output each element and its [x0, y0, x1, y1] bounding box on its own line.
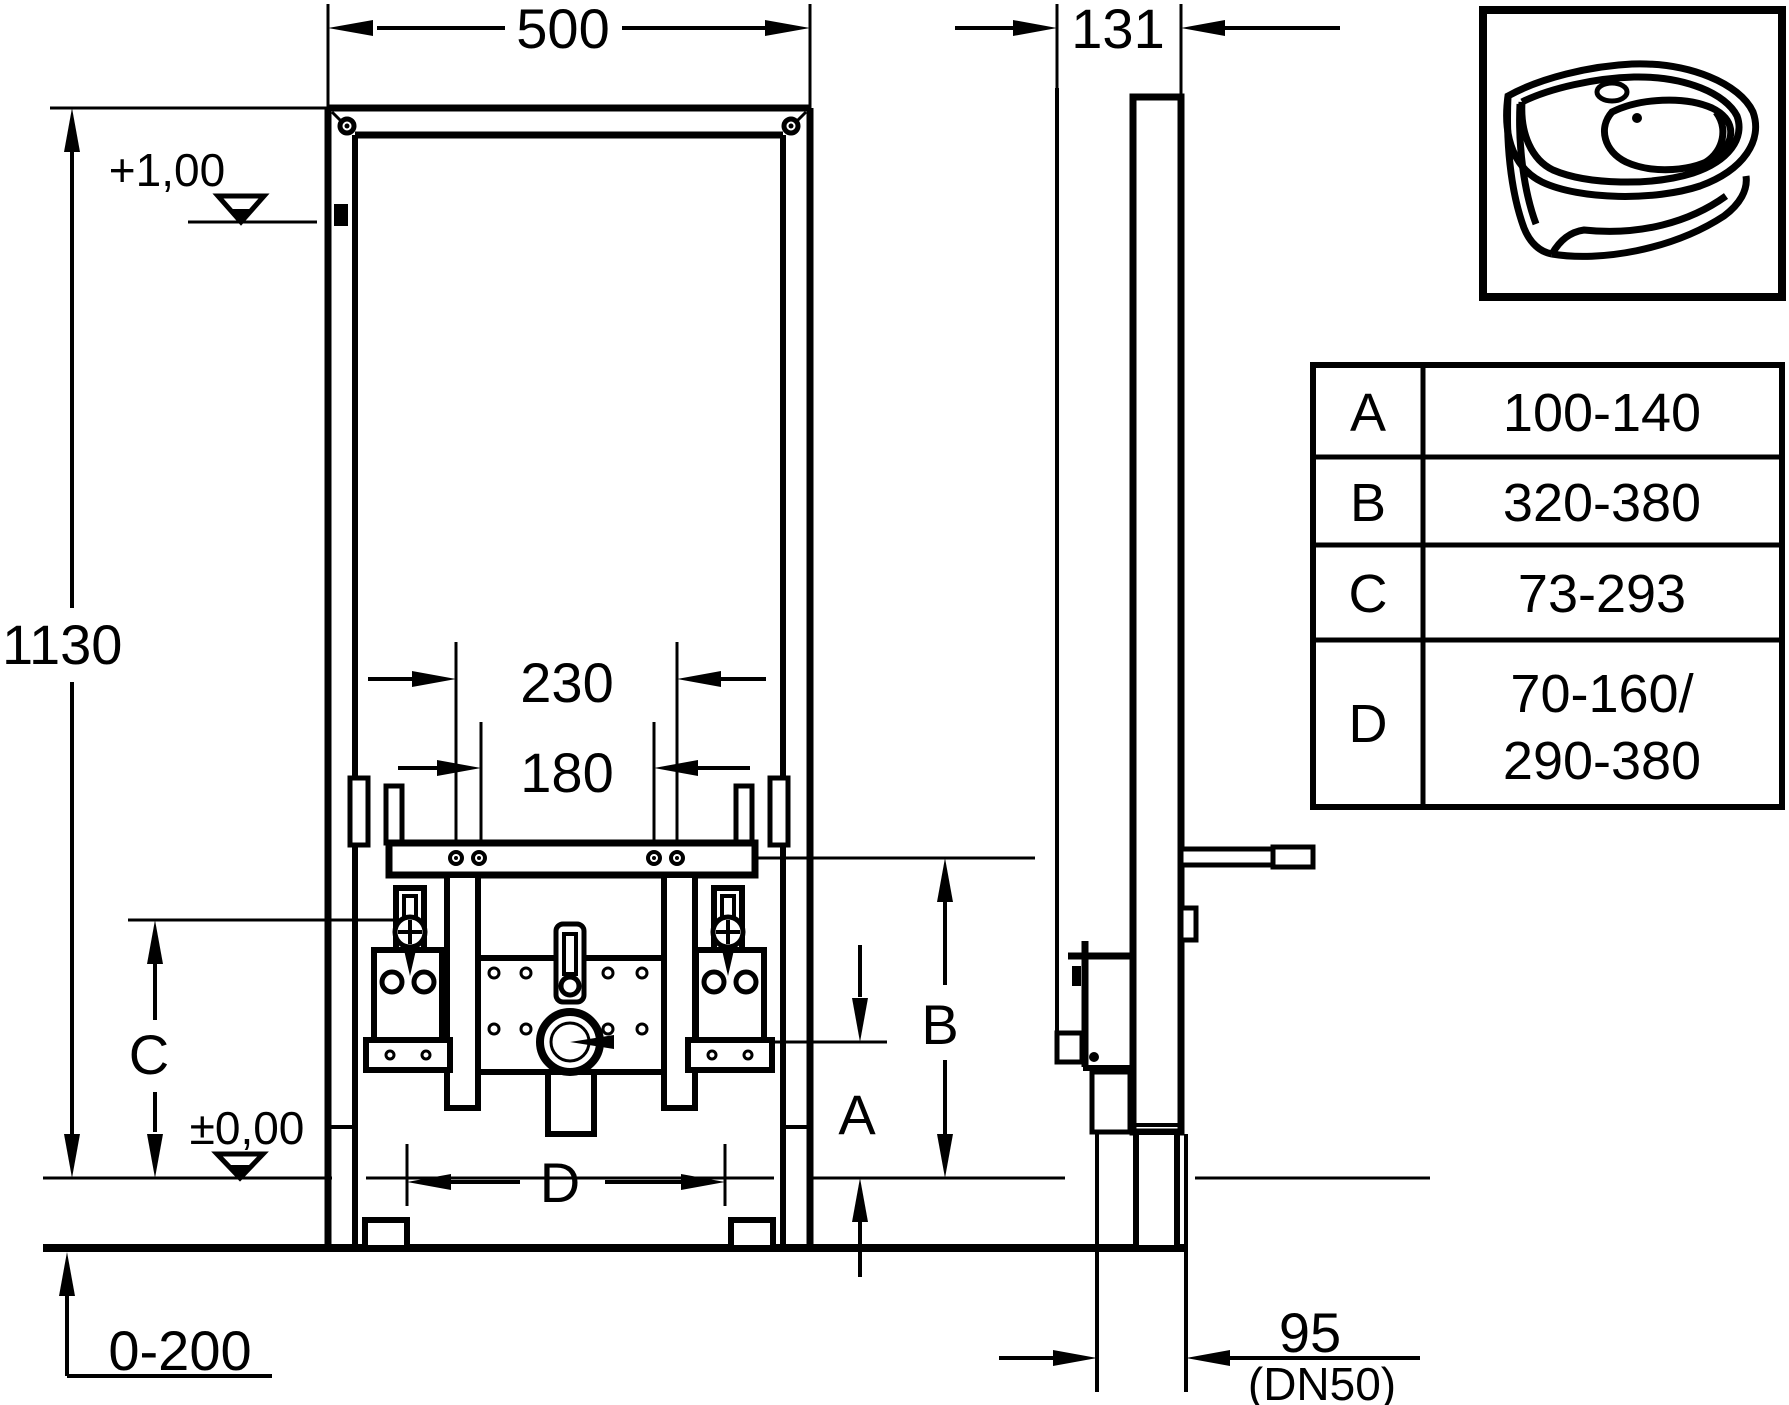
table-key-b: B	[1350, 473, 1386, 533]
drain-assembly	[475, 921, 667, 1137]
dim-0-200	[59, 1252, 272, 1378]
anchor-bracket-left	[363, 885, 453, 1073]
frame-profile-side	[1129, 93, 1185, 1136]
dim-1130	[64, 108, 80, 1178]
table-key-a: A	[1350, 383, 1386, 443]
dim-C	[147, 920, 163, 1178]
water-supply-rod	[1178, 844, 1316, 870]
dim-230-label: 230	[520, 651, 613, 714]
anchor-bracket-side	[1068, 941, 1133, 1135]
channel-left	[444, 872, 481, 1111]
mounting-frame	[324, 104, 814, 1251]
upper-level-label: +1,00	[109, 144, 225, 196]
upper-level-symbol	[212, 193, 270, 226]
plate-holes	[487, 966, 649, 1036]
dim-180	[398, 722, 750, 852]
carrier-rail	[385, 839, 759, 879]
bidet-icon	[1479, 6, 1786, 301]
dim-width-label: 500	[516, 0, 609, 60]
table-value-c: 73-293	[1518, 564, 1686, 624]
table-value-b: 320-380	[1503, 473, 1701, 533]
table-value-a: 100-140	[1503, 383, 1701, 443]
dim-180-label: 180	[520, 741, 613, 804]
dim-depth-label: 131	[1071, 0, 1164, 60]
foot-plate-right	[728, 1217, 776, 1251]
table-value-d-line2: 290-380	[1503, 731, 1701, 791]
profile-clip	[1178, 905, 1199, 943]
dim-d-label: D	[540, 1151, 580, 1214]
bidet-outline	[1503, 60, 1760, 260]
wall-anchor-tab	[334, 204, 348, 226]
dim-c-label: C	[129, 1023, 169, 1086]
zero-level-label: ±0,00	[190, 1102, 305, 1154]
dim-b-label: B	[921, 993, 958, 1056]
drain-pipe-stub	[545, 1069, 597, 1137]
dim-95-label: 95	[1279, 1301, 1341, 1364]
mounting-studs	[448, 850, 685, 866]
front-leg-foot-side	[1054, 1030, 1085, 1065]
dim-230	[368, 642, 766, 852]
dim-height-label: 1130	[2, 613, 122, 676]
zero-level-symbol	[211, 1151, 269, 1182]
dim-A	[852, 945, 868, 1277]
spec-table: A 100-140 B 320-380 C 73-293 D 70-160/ 2…	[1310, 362, 1785, 810]
table-key-c: C	[1349, 564, 1388, 624]
drain-pipe-side	[1095, 1134, 1188, 1392]
front-view	[43, 4, 1430, 1378]
table-value-d-line1: 70-160/	[1510, 664, 1693, 724]
anchor-bracket-right	[685, 885, 775, 1073]
dim-foot-range-label: 0-200	[108, 1319, 251, 1382]
dim-a-label: A	[838, 1083, 876, 1146]
dimension-labels: 500 131 1130 +1,00 230 180 C ±0,00 A B D…	[2, 0, 1396, 1405]
side-view	[955, 4, 1420, 1392]
dim-131	[955, 4, 1340, 97]
dim-B	[937, 858, 953, 1178]
leg-side	[1133, 1129, 1180, 1251]
outlet-size-label: (DN50)	[1248, 1358, 1396, 1405]
channel-right	[661, 872, 698, 1111]
dim-D	[405, 1144, 727, 1206]
table-key-d: D	[1349, 694, 1388, 754]
dim-95	[999, 1350, 1420, 1366]
foot-plate-left	[362, 1217, 410, 1251]
dim-500	[328, 20, 810, 36]
